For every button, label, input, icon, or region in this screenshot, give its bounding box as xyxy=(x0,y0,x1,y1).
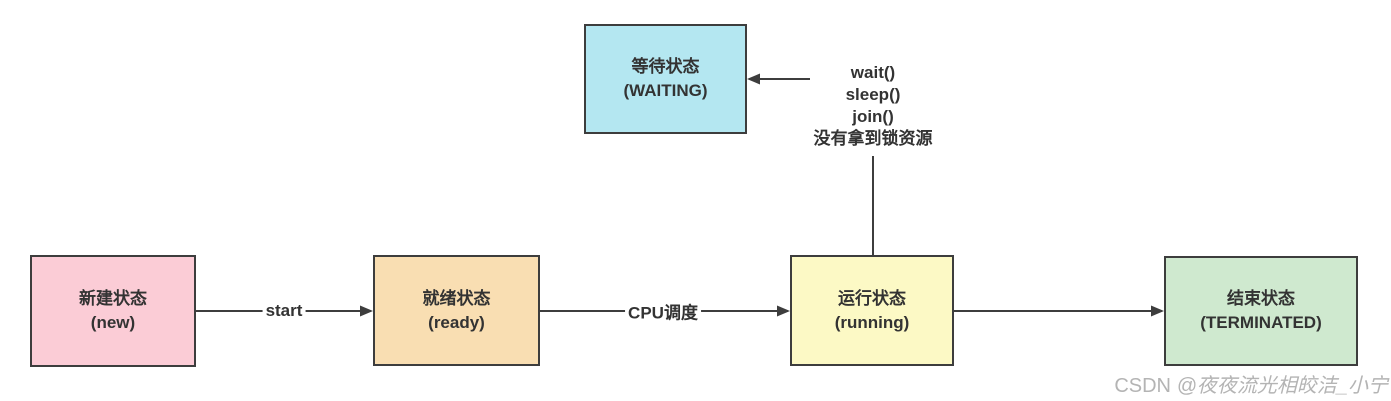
edge-label-start: start xyxy=(262,301,306,321)
state-label-en: (new) xyxy=(90,313,136,332)
state-label-en: (running) xyxy=(834,312,910,332)
state-box-terminated: 结束状态 (TERMINATED) xyxy=(1164,256,1358,366)
state-label-zh: 运行状态 xyxy=(838,288,906,308)
watermark-prefix: CSDN xyxy=(1114,375,1177,397)
state-label-zh: 就绪状态 xyxy=(422,288,491,308)
state-label-en: (TERMINATED) xyxy=(1200,313,1322,332)
state-label-zh: 结束状态 xyxy=(1227,289,1295,308)
state-label-en: (WAITING) xyxy=(623,81,708,100)
watermark-username: @夜夜流光相皎洁_小宁 xyxy=(1176,375,1388,397)
method-line: 没有拿到锁资源 xyxy=(813,129,933,148)
csdn-watermark: CSDN @夜夜流光相皎洁_小宁 xyxy=(1114,369,1388,398)
state-label-zh: 新建状态 xyxy=(79,289,147,308)
state-box-waiting: 等待状态 (WAITING) xyxy=(584,24,747,134)
state-label-zh: 等待状态 xyxy=(631,57,700,76)
method-line: wait() xyxy=(850,63,896,82)
method-line: sleep() xyxy=(845,85,901,104)
method-line: join() xyxy=(852,107,894,126)
state-box-ready: 就绪状态 (ready) xyxy=(373,255,540,366)
state-box-running: 运行状态 (running) xyxy=(790,255,954,366)
state-label-en: (ready) xyxy=(428,312,485,332)
waiting-trigger-methods: wait() sleep() join() 没有拿到锁资源 xyxy=(814,62,933,150)
state-box-new: 新建状态 (new) xyxy=(30,255,196,367)
edge-label-cpu-schedule: CPU调度 xyxy=(625,298,701,324)
